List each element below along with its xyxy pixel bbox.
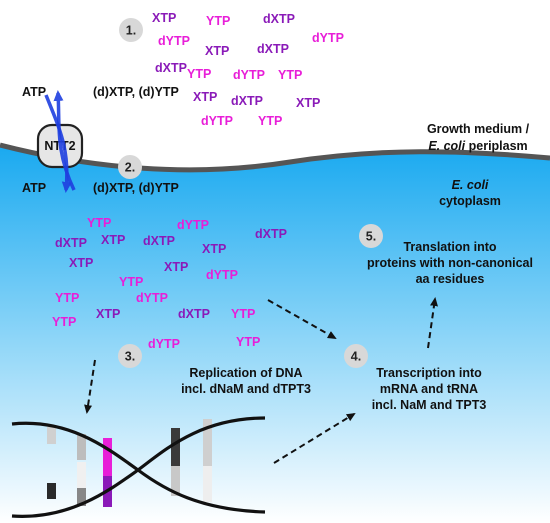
translation-text-3: aa residues [416,272,485,286]
transcription-text-1: Transcription into [376,366,482,380]
nucleotide-label: dXTP [155,61,187,75]
replication-text-1: Replication of DNA [189,366,302,380]
nucleotide-label: YTP [119,275,143,289]
step-4-label: 4. [351,350,361,364]
translation-text-1: Translation into [403,240,496,254]
nucleotide-label: XTP [296,96,320,110]
nucleotide-label: XTP [202,242,226,256]
replication-text-2: incl. dNaM and dTPT3 [181,382,311,396]
ntt2-transporter: NTT2 [36,90,84,193]
nucleotide-label: dYTP [136,291,168,305]
nucleotide-label: YTP [52,315,76,329]
nucleotide-label: YTP [206,14,230,28]
step-5-marker: 5. [359,224,383,248]
nucleotide-label: YTP [278,68,302,82]
nucleotide-label: YTP [258,114,282,128]
ecoli-label: E. coli [452,178,489,192]
nucleotide-label: dXTP [178,307,210,321]
nucleotide-label: XTP [164,260,188,274]
step-2-marker: 2. [118,155,142,179]
periplasm-label: E. coli periplasm [428,139,527,153]
step-3-marker: 3. [118,344,142,368]
nucleotide-label: dXTP [143,234,175,248]
nucleotide-label: YTP [187,67,211,81]
arrow-dna-to-transcription [273,412,356,464]
nucleotide-label: XTP [193,90,217,104]
nucleotide-label: dYTP [148,337,180,351]
nucleotide-label: XTP [205,44,229,58]
step-3-label: 3. [125,350,135,364]
arrow-to-replication [84,359,96,414]
nucleotide-label: dXTP [55,236,87,250]
step-5-label: 5. [366,230,376,244]
nucleotides-outside-label: (d)XTP, (d)YTP [93,85,179,99]
cytoplasm-label: cytoplasm [439,194,501,208]
nucleotide-label: dXTP [257,42,289,56]
transporter-arrow-out [53,90,76,191]
growth-medium-label: Growth medium / [427,122,530,136]
cell-membrane [0,142,550,173]
nucleotide-label: dYTP [233,68,265,82]
step-1-marker: 1. [119,18,143,42]
nucleotide-label: XTP [152,11,176,25]
nucleotides-inside-label: (d)XTP, (d)YTP [93,181,179,195]
nucleotide-label: dXTP [263,12,295,26]
atp-inside-label: ATP [22,181,46,195]
atp-outside-label: ATP [22,85,46,99]
arrow-transcription-to-translation [427,297,438,349]
nucleotide-label: XTP [96,307,120,321]
nucleotide-label: dYTP [201,114,233,128]
cytoplasm-region [0,145,550,523]
transcription-text-2: mRNA and tRNA [380,382,478,396]
nucleotide-label: YTP [55,291,79,305]
step-1-label: 1. [126,24,136,38]
nucleotide-label: dYTP [206,268,238,282]
nucleotide-label: dYTP [158,34,190,48]
nucleotide-label: YTP [87,216,111,230]
transporter-arrow-in [44,94,72,193]
nucleotide-label: dYTP [177,218,209,232]
arrow-nucleotides-to-transcription [267,299,337,339]
nucleotide-label: XTP [101,233,125,247]
step-2-label: 2. [125,161,135,175]
translation-text-2: proteins with non-canonical [367,256,533,270]
nucleotide-label: dXTP [231,94,263,108]
step-4-marker: 4. [344,344,368,368]
dna-helix [11,416,266,518]
nucleotide-label: dXTP [255,227,287,241]
nucleotide-label: XTP [69,256,93,270]
nucleotide-label: YTP [231,307,255,321]
transcription-text-3: incl. NaM and TPT3 [372,398,487,412]
nucleotide-label: dYTP [312,31,344,45]
nucleotide-label: YTP [236,335,260,349]
